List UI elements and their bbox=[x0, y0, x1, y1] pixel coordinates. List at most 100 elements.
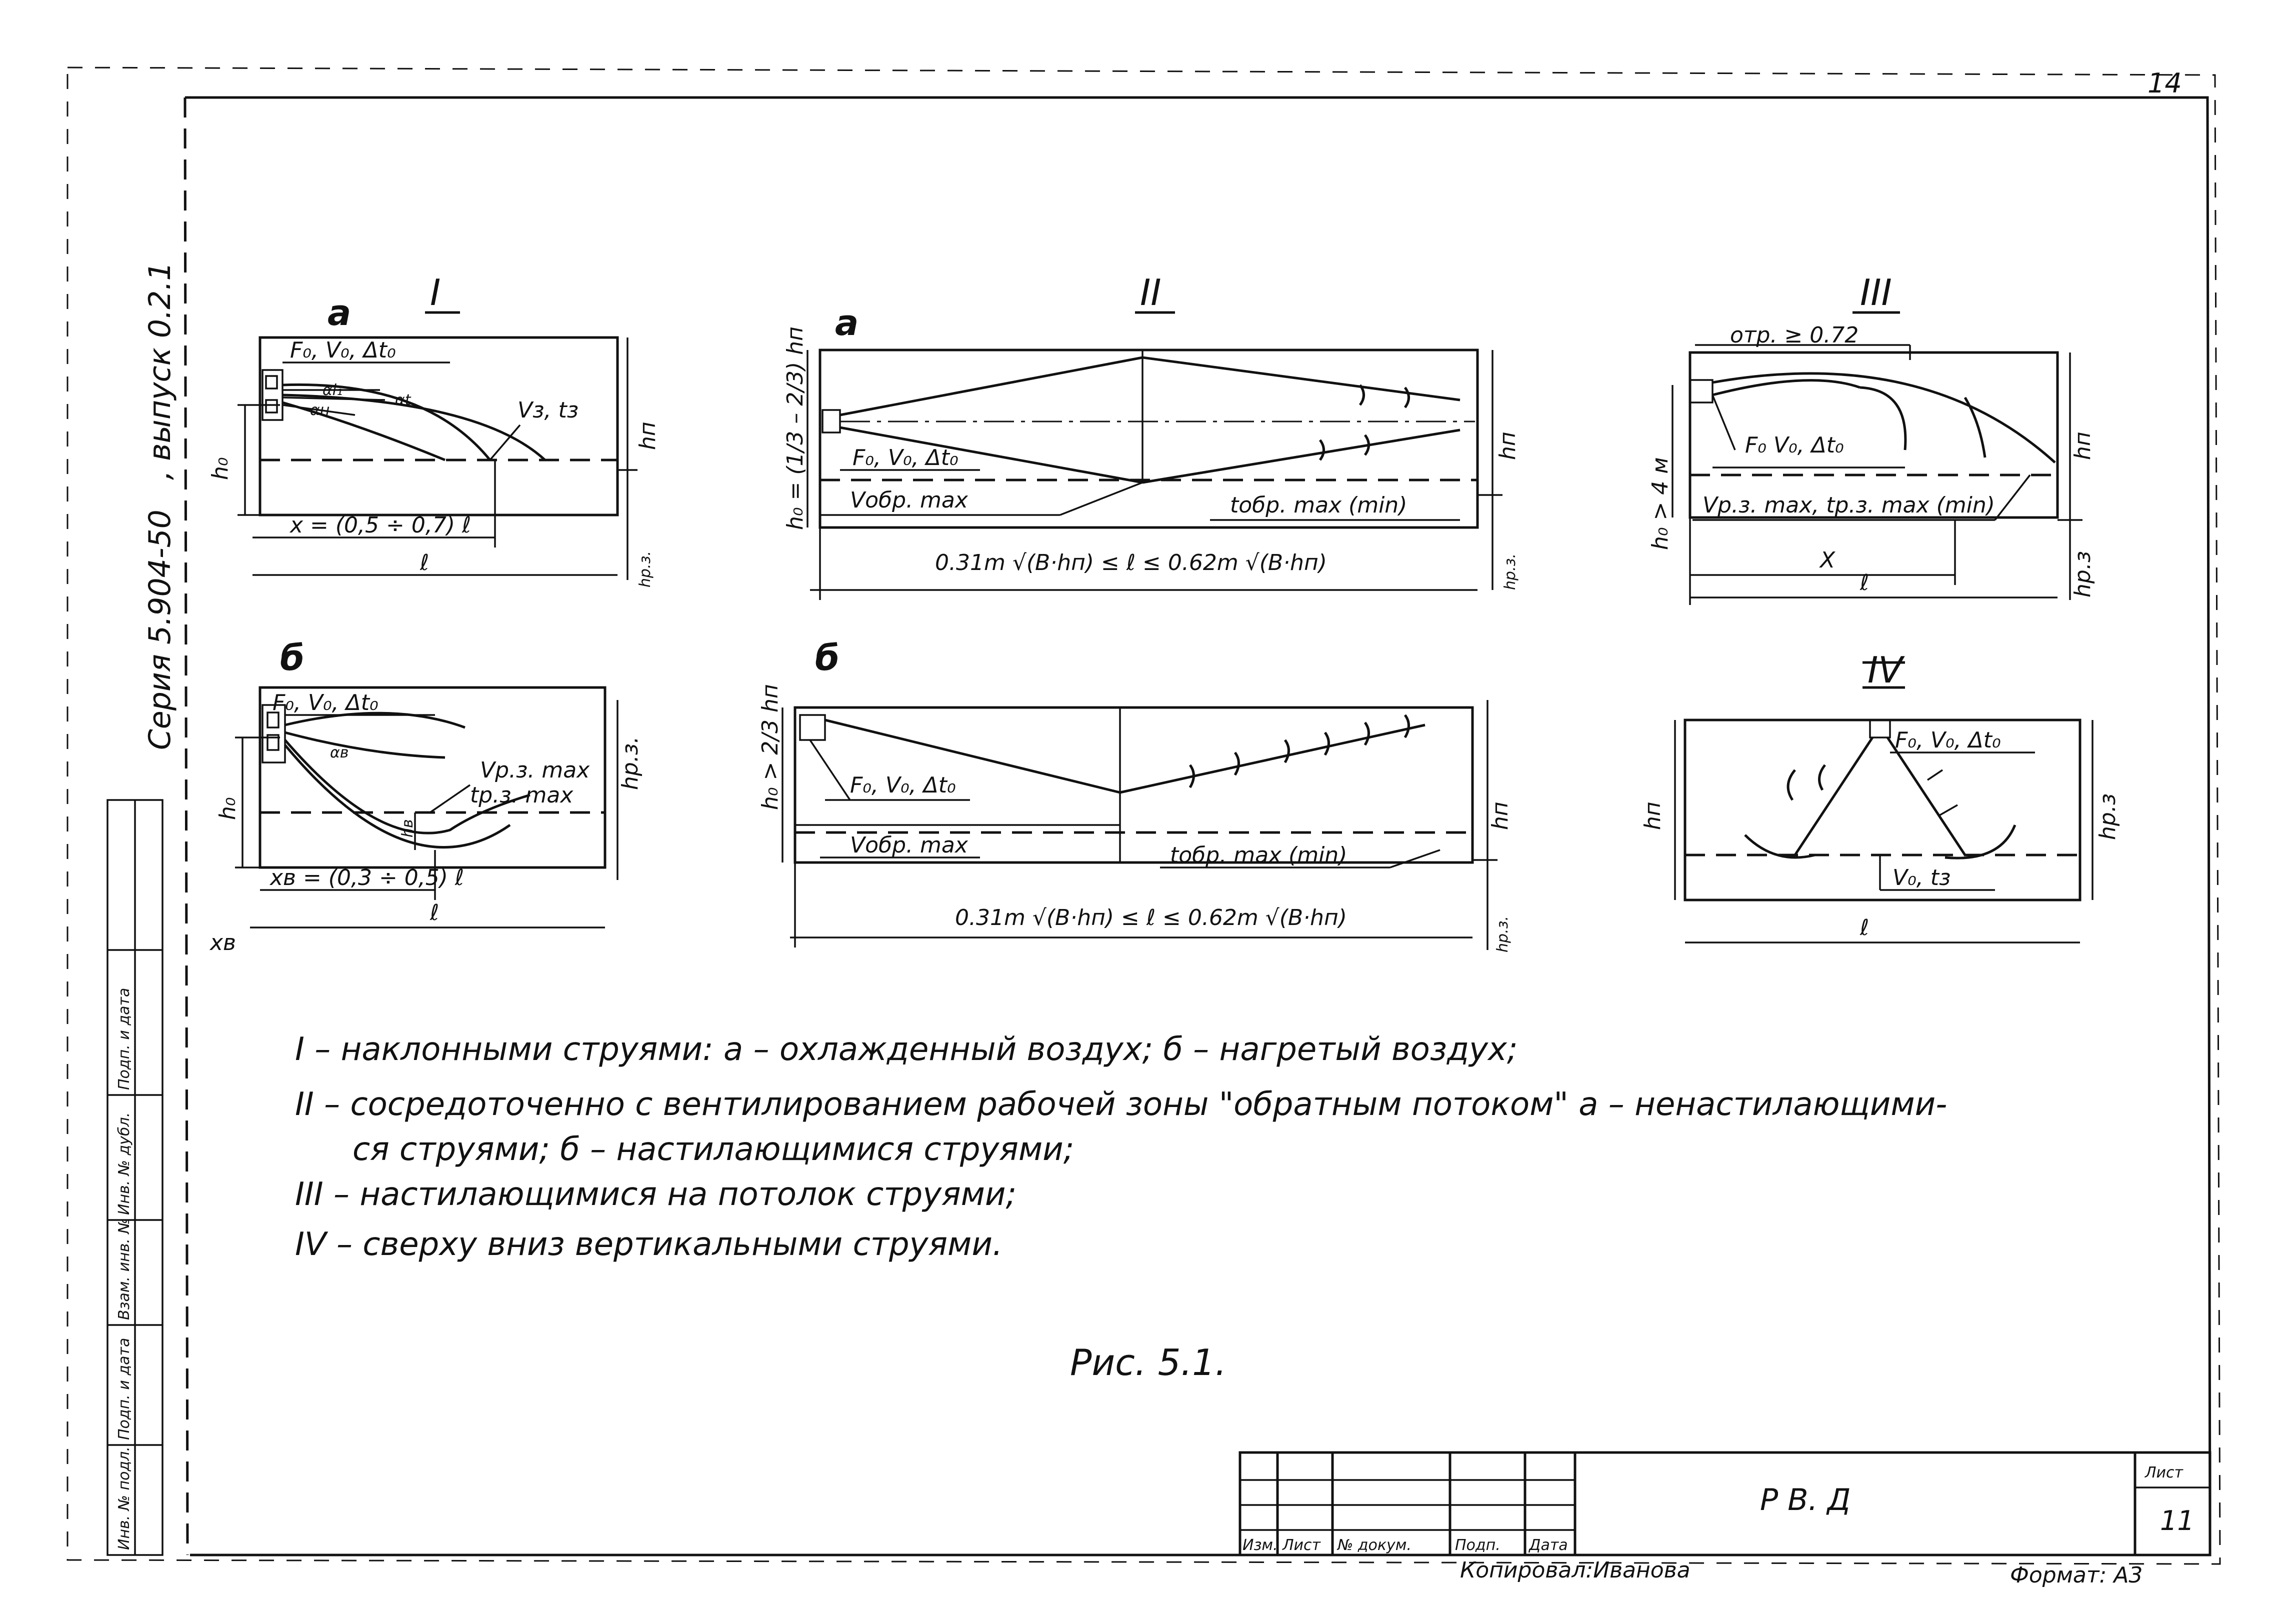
sheet-label: Лист bbox=[2144, 1464, 2184, 1482]
frame-left-edge bbox=[184, 97, 189, 1556]
jet-trajectory-1 bbox=[284, 712, 466, 729]
II-b-hp: hп bbox=[1488, 802, 1513, 830]
I-b-h0: h₀ bbox=[215, 797, 240, 820]
col-doc: № докум. bbox=[1336, 1536, 1412, 1554]
col-podp: Подп. bbox=[1455, 1536, 1500, 1554]
IV-hp: hп bbox=[1640, 802, 1666, 830]
issue-text: , выпуск 0.2.1 bbox=[142, 262, 178, 480]
I-b-work-zone: hр.з. bbox=[618, 736, 643, 790]
series-text: Серия 5.904-50 bbox=[142, 510, 178, 750]
I-a-hp: hп bbox=[635, 422, 660, 450]
legend: I – наклонными струями: а – охлажденный … bbox=[295, 1031, 1947, 1263]
attached-jet-top bbox=[1712, 372, 2056, 464]
room-outline bbox=[258, 336, 619, 516]
diagram-IV-numeral: IV bbox=[1868, 649, 1905, 691]
room-outline bbox=[258, 686, 606, 869]
supply-diffuser bbox=[799, 714, 826, 741]
diagram-I-b: б F₀, V₀, Δt₀ αв Vр.з. max tр.з. max hв … bbox=[209, 638, 643, 956]
IV-work-zone: hр.з bbox=[2095, 794, 2120, 840]
room-outline bbox=[1684, 718, 2082, 902]
legend-line-1: I – наклонными струями: а – охлажденный … bbox=[295, 1031, 1518, 1068]
I-b-jet-end-v: Vр.з. max bbox=[480, 758, 590, 783]
I-b-supply: F₀, V₀, Δt₀ bbox=[272, 690, 378, 716]
vertical-jet-left bbox=[1794, 736, 1874, 856]
I-a-supply: F₀, V₀, Δt₀ bbox=[290, 338, 396, 363]
stamp-cell-5: Подп. и дата bbox=[116, 988, 133, 1090]
format-label: Формат: А3 bbox=[2010, 1562, 2142, 1588]
page-number: 14 bbox=[2148, 68, 2182, 99]
room-outline bbox=[1688, 351, 2059, 519]
I-b-drop: hв bbox=[399, 819, 416, 838]
diagram-II-numeral: II bbox=[1140, 272, 1161, 314]
II-b-work-zone: hр.з. bbox=[1494, 916, 1512, 952]
I-a-range: x = (0,5 ÷ 0,7) ℓ bbox=[289, 512, 471, 538]
diagram-II-a: II а F₀, V₀, Δt₀ Vобр. max tобр. max (mi… bbox=[782, 272, 1520, 600]
supply-diffuser bbox=[1869, 719, 1891, 738]
II-a-h0: h₀ = (1/3 – 2/3) hп bbox=[782, 326, 808, 530]
II-b-v-return: Vобр. max bbox=[850, 832, 968, 858]
II-b-h0: h₀ > 2/3 hп bbox=[758, 684, 783, 810]
main-frame bbox=[185, 96, 2212, 1556]
I-a-angle-i1: αi₁ bbox=[322, 382, 342, 399]
stamp-cell-3: Взам. инв. № bbox=[116, 1218, 133, 1320]
jet-attached-line bbox=[824, 718, 1120, 794]
I-a-angle-n: αн bbox=[310, 402, 330, 419]
II-a-work-zone: hр.з. bbox=[1502, 554, 1519, 590]
IV-length: ℓ bbox=[1860, 915, 1869, 940]
stamp-cell-4: Инв. № дубл. bbox=[116, 1112, 133, 1215]
diagram-IV: IV F₀, V₀, Δt₀ V₀, tз hп hр.з ℓ bbox=[1640, 649, 2120, 944]
diagram-III: III отр. ≥ 0.72 F₀ V₀, Δt₀ Vр.з. max, tр… bbox=[1648, 272, 2096, 605]
jet-trajectory-2 bbox=[282, 394, 546, 461]
III-length: ℓ bbox=[1860, 570, 1869, 596]
II-a-hp: hп bbox=[1495, 432, 1520, 460]
I-a-length: ℓ bbox=[420, 550, 429, 576]
II-a-range: 0.31m √(B·hп) ≤ ℓ ≤ 0.62m √(B·hп) bbox=[935, 550, 1327, 576]
III-hp: hп bbox=[2070, 432, 2096, 460]
diagram-II-b: б F₀, V₀, Δt₀ Vобр. max tобр. max (min) … bbox=[758, 638, 1513, 952]
I-b-length: ℓ bbox=[430, 900, 439, 926]
supply-diffuser bbox=[1689, 379, 1714, 404]
diagram-II-b-letter: б bbox=[815, 638, 840, 678]
diagram-I-b-letter: б bbox=[280, 638, 304, 678]
III-ratio: отр. ≥ 0.72 bbox=[1730, 322, 1858, 348]
diagram-I-a: I а F₀, V₀, Δt₀ αi₁ αн αt Vз, tз h₀ hп h… bbox=[208, 272, 660, 588]
I-b-xb: хв bbox=[209, 930, 236, 956]
jet-boundary-top bbox=[840, 356, 1143, 416]
legend-line-5: IV – сверху вниз вертикальными струями. bbox=[295, 1226, 1002, 1263]
return-boundary-top bbox=[1142, 356, 1460, 402]
return-line bbox=[1120, 724, 1426, 794]
I-b-angle: αв bbox=[330, 744, 348, 762]
jet-trajectory-2 bbox=[284, 731, 446, 759]
figure-caption: Рис. 5.1. bbox=[1070, 1342, 1226, 1384]
return-boundary-bottom bbox=[1142, 428, 1460, 484]
IV-supply: F₀, V₀, Δt₀ bbox=[1895, 728, 2001, 753]
I-a-work-zone: hр.з. bbox=[636, 551, 654, 588]
doc-code: Р В. Д bbox=[1760, 1482, 1850, 1518]
I-b-range: xв = (0,3 ÷ 0,5) ℓ bbox=[269, 865, 464, 890]
II-b-supply: F₀, V₀, Δt₀ bbox=[850, 772, 956, 798]
sheet-number: 11 bbox=[2160, 1505, 2194, 1536]
III-work: Vр.з. max, tр.з. max (min) bbox=[1702, 492, 1995, 518]
vertical-jet-right bbox=[1886, 736, 1966, 856]
col-data: Дата bbox=[1528, 1536, 1568, 1554]
side-stamp: Инв. № подл. Подп. и дата Взам. инв. № И… bbox=[106, 799, 164, 1556]
diagram-III-numeral: III bbox=[1860, 272, 1892, 314]
col-izm: Изм. bbox=[1242, 1536, 1278, 1554]
diagram-II-a-letter: а bbox=[835, 302, 858, 344]
III-h0: h₀ > 4 м bbox=[1648, 457, 1673, 550]
II-a-v-return: Vобр. max bbox=[850, 488, 968, 513]
diagram-I-a-letter: а bbox=[328, 292, 351, 334]
room-outline bbox=[818, 348, 1479, 529]
I-a-jet-end: Vз, tз bbox=[518, 398, 578, 423]
col-list: Лист bbox=[1282, 1536, 1322, 1554]
attached-jet-bottom bbox=[1712, 379, 1860, 396]
supply-diffuser bbox=[822, 409, 841, 434]
legend-line-4: III – настилающимися на потолок струями; bbox=[295, 1176, 1016, 1213]
II-a-supply: F₀, V₀, Δt₀ bbox=[852, 445, 958, 470]
series-label: Серия 5.904-50 , выпуск 0.2.1 bbox=[142, 262, 178, 750]
jet-trajectory-3 bbox=[284, 739, 530, 834]
return-flow bbox=[1860, 386, 1907, 450]
outer-crop-frame bbox=[66, 66, 2221, 1565]
IV-end: V₀, tз bbox=[1892, 865, 1950, 890]
